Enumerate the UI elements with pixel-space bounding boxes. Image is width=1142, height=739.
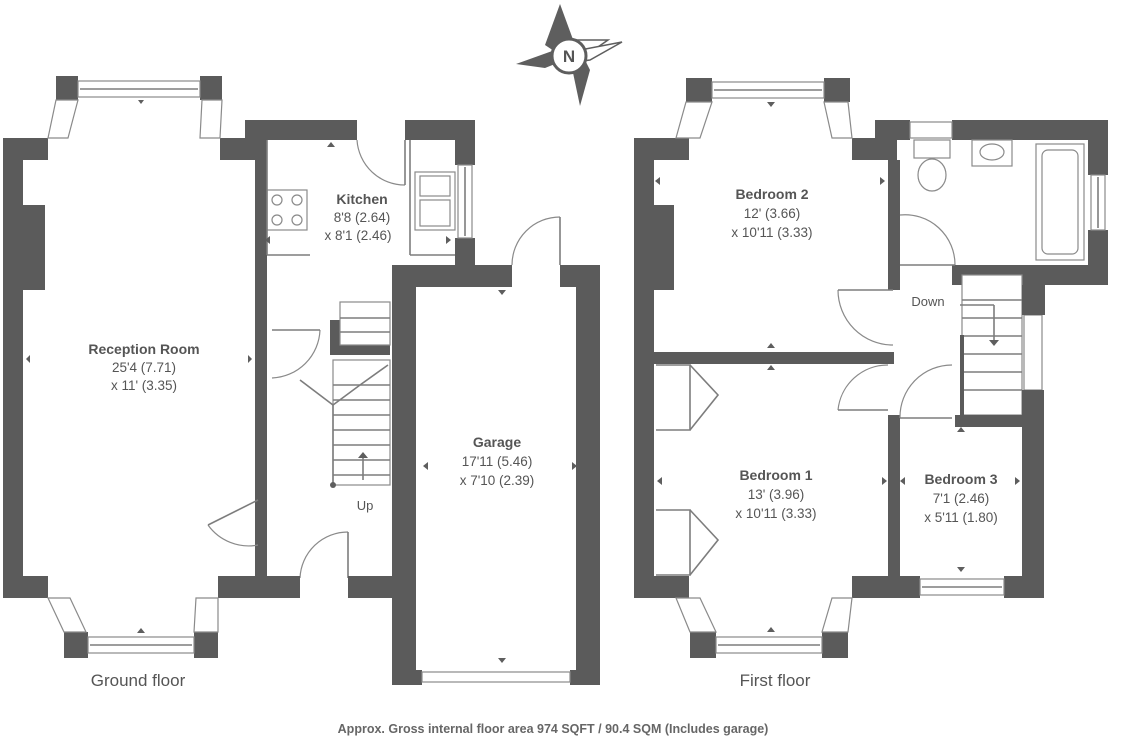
room-label-bedroom-2: Bedroom 2 12' (3.66) x 10'11 (3.33) bbox=[731, 186, 812, 240]
room-label-bedroom-3: Bedroom 3 7'1 (2.46) x 5'11 (1.80) bbox=[924, 471, 998, 525]
room-name: Bedroom 1 bbox=[739, 467, 812, 483]
ground-floor-plan: Up bbox=[3, 76, 600, 685]
room-dim-2: x 7'10 (2.39) bbox=[460, 473, 535, 488]
room-dim-1: 13' (3.96) bbox=[748, 487, 805, 502]
room-dim-1: 8'8 (2.64) bbox=[334, 210, 391, 225]
room-dim-2: x 5'11 (1.80) bbox=[924, 510, 998, 525]
room-dim-1: 17'11 (5.46) bbox=[462, 454, 533, 469]
compass-letter: N bbox=[563, 47, 575, 66]
ground-floor-label: Ground floor bbox=[91, 671, 186, 690]
room-dim-1: 25'4 (7.71) bbox=[112, 360, 176, 375]
ground-stairs-label: Up bbox=[357, 498, 374, 513]
first-floor-dimension-markers bbox=[655, 102, 1020, 632]
room-name: Garage bbox=[473, 434, 521, 450]
room-name: Reception Room bbox=[88, 341, 199, 357]
room-dim-2: x 10'11 (3.33) bbox=[731, 225, 812, 240]
ground-floor-dimension-markers bbox=[26, 100, 577, 663]
floor-area-footer: Approx. Gross internal floor area 974 SQ… bbox=[338, 722, 769, 736]
room-label-garage: Garage 17'11 (5.46) x 7'10 (2.39) bbox=[460, 434, 535, 488]
north-compass-icon: N bbox=[516, 4, 623, 106]
room-dim-2: x 8'1 (2.46) bbox=[324, 228, 391, 243]
room-label-kitchen: Kitchen 8'8 (2.64) x 8'1 (2.46) bbox=[324, 191, 391, 243]
room-dim-2: x 11' (3.35) bbox=[111, 378, 177, 393]
first-floor-plan: Down bbox=[634, 78, 1108, 658]
room-dim-1: 7'1 (2.46) bbox=[933, 491, 990, 506]
first-stairs-label: Down bbox=[911, 294, 944, 309]
room-dim-2: x 10'11 (3.33) bbox=[735, 506, 816, 521]
room-label-reception: Reception Room 25'4 (7.71) x 11' (3.35) bbox=[88, 341, 199, 393]
room-name: Kitchen bbox=[336, 191, 387, 207]
room-label-bedroom-1: Bedroom 1 13' (3.96) x 10'11 (3.33) bbox=[735, 467, 816, 521]
room-name: Bedroom 3 bbox=[924, 471, 997, 487]
room-dim-1: 12' (3.66) bbox=[744, 206, 801, 221]
first-floor-label: First floor bbox=[740, 671, 811, 690]
room-name: Bedroom 2 bbox=[735, 186, 808, 202]
